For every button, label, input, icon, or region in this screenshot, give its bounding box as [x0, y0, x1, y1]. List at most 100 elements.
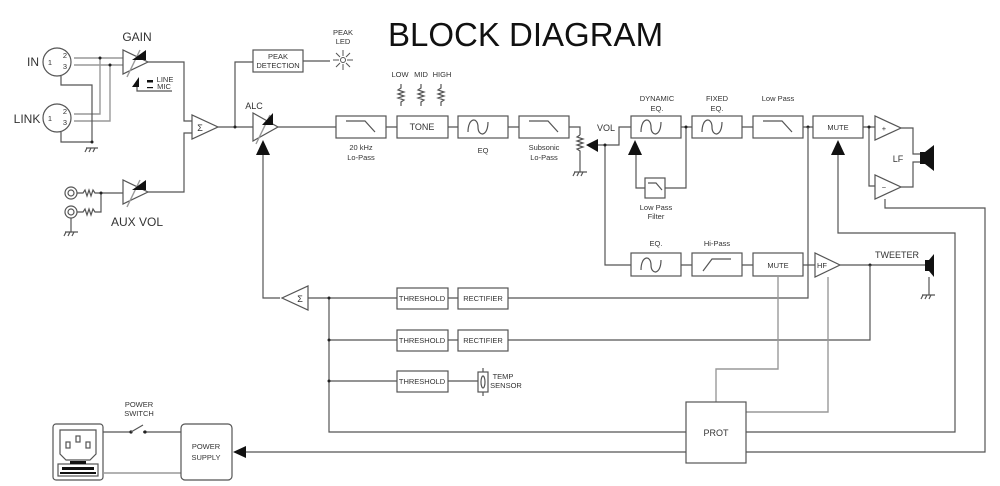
power-switch[interactable] [129, 424, 147, 434]
svg-text:HF: HF [817, 261, 827, 270]
svg-text:−: − [882, 183, 887, 192]
tone-controls[interactable]: LOW MID HIGH [391, 70, 451, 106]
aux-volume-amplifier [122, 179, 150, 208]
threshold-block: THRESHOLD [396, 329, 449, 352]
temp-sensor-icon: TEMP SENSOR [477, 368, 522, 396]
volume-potentiometer[interactable] [572, 134, 598, 177]
svg-text:+: + [882, 124, 887, 133]
page-title: BLOCK DIAGRAM [388, 16, 663, 53]
xlr-link-connector: 1 2 3 [42, 103, 72, 133]
tone-high-label: HIGH [433, 70, 452, 79]
pin-label: 3 [63, 62, 67, 71]
peak-led-label: LED [336, 37, 351, 46]
fixed-eq-block: FIXED EQ. [691, 94, 743, 139]
rectifier-block: RECTIFIER [457, 287, 509, 310]
alc-amplifier [252, 111, 280, 155]
limiter-summing-amp: Σ [280, 285, 309, 311]
tone-mid-label: MID [414, 70, 428, 79]
svg-text:Lo-Pass: Lo-Pass [347, 153, 375, 162]
lopass-20khz-block: 20 kHz Lo-Pass [335, 115, 387, 162]
gain-amplifier [122, 49, 150, 78]
svg-text:MUTE: MUTE [767, 261, 788, 270]
svg-text:PROT: PROT [703, 428, 729, 438]
line-mic-switch[interactable] [132, 77, 172, 92]
tweeter-label: TWEETER [875, 250, 919, 260]
svg-text:FIXED: FIXED [706, 94, 729, 103]
svg-text:TEMP: TEMP [493, 372, 514, 381]
subsonic-lopass-block: Subsonic Lo-Pass [518, 115, 570, 162]
svg-text:RECTIFIER: RECTIFIER [463, 336, 503, 345]
rectifier-block: RECTIFIER [457, 329, 509, 352]
threshold-block: THRESHOLD [396, 287, 449, 310]
aux-vol-label: AUX VOL [111, 215, 163, 229]
eq-block: EQ [457, 115, 509, 155]
peak-detection-block: PEAK DETECTION [252, 49, 304, 73]
svg-text:TONE: TONE [410, 122, 435, 132]
pin-label: 1 [48, 58, 52, 67]
tone-block: TONE [396, 115, 449, 139]
aux-rca-jacks [63, 186, 123, 237]
svg-text:EQ.: EQ. [651, 104, 664, 113]
svg-text:Hi-Pass: Hi-Pass [704, 239, 731, 248]
svg-text:Lo-Pass: Lo-Pass [530, 153, 558, 162]
link-label: LINK [14, 112, 41, 126]
peak-led-label: PEAK [333, 28, 353, 37]
svg-text:Low Pass: Low Pass [762, 94, 795, 103]
svg-text:RECTIFIER: RECTIFIER [463, 294, 503, 303]
threshold-block: THRESHOLD [396, 370, 449, 393]
peak-led-icon [333, 50, 353, 70]
tone-low-label: LOW [391, 70, 409, 79]
xlr-in-connector: 1 2 3 [42, 47, 72, 77]
pin-label: 2 [63, 51, 67, 60]
svg-text:Filter: Filter [648, 212, 665, 221]
dynamic-eq-block: DYNAMIC EQ. [628, 94, 682, 155]
hf-amplifier: HF [814, 252, 842, 278]
svg-text:THRESHOLD: THRESHOLD [399, 336, 446, 345]
sigma-symbol: Σ [197, 123, 203, 133]
hf-eq-block: EQ. [630, 239, 682, 277]
svg-text:THRESHOLD: THRESHOLD [399, 377, 446, 386]
svg-text:THRESHOLD: THRESHOLD [399, 294, 446, 303]
svg-text:MUTE: MUTE [827, 123, 848, 132]
in-label: IN [27, 55, 39, 69]
line-label: LINE [157, 75, 174, 84]
power-switch-label: POWER [125, 400, 154, 409]
power-supply-block: POWER SUPPLY [180, 423, 246, 481]
alc-label: ALC [245, 101, 263, 111]
svg-text:Subsonic: Subsonic [529, 143, 560, 152]
svg-text:POWER: POWER [192, 442, 221, 451]
hf-mute-block: MUTE [752, 252, 804, 277]
pin-label: 2 [63, 107, 67, 116]
power-inlet-icon [52, 423, 104, 481]
svg-text:PEAK: PEAK [268, 52, 288, 61]
low-pass-filter-block: Low Pass Filter [640, 177, 673, 221]
gain-label: GAIN [122, 30, 151, 44]
hi-pass-block: Hi-Pass [691, 239, 743, 277]
input-wiring [60, 56, 123, 153]
mic-label: MIC [157, 82, 171, 91]
svg-text:SENSOR: SENSOR [490, 381, 522, 390]
svg-text:Σ: Σ [297, 294, 303, 304]
svg-text:20 kHz: 20 kHz [349, 143, 373, 152]
vol-label: VOL [597, 123, 615, 133]
lf-label: LF [893, 154, 904, 164]
prot-block: PROT [685, 401, 747, 464]
lf-low-pass-block: Low Pass [752, 94, 804, 139]
power-switch-label: SWITCH [124, 409, 154, 418]
svg-text:EQ: EQ [478, 146, 489, 155]
svg-text:EQ.: EQ. [650, 239, 663, 248]
lf-mute-block: MUTE [812, 115, 864, 155]
svg-text:DYNAMIC: DYNAMIC [640, 94, 675, 103]
pin-label: 3 [63, 118, 67, 127]
svg-text:DETECTION: DETECTION [256, 61, 299, 70]
svg-text:SUPPLY: SUPPLY [191, 453, 220, 462]
summing-amplifier: Σ [191, 114, 220, 140]
svg-text:Low Pass: Low Pass [640, 203, 673, 212]
tweeter-icon [920, 254, 935, 300]
lf-speaker-icon [920, 145, 934, 171]
lf-amp-plus: + [874, 115, 903, 141]
lf-amp-minus: − [874, 174, 903, 200]
pin-label: 1 [48, 114, 52, 123]
svg-text:EQ.: EQ. [711, 104, 724, 113]
